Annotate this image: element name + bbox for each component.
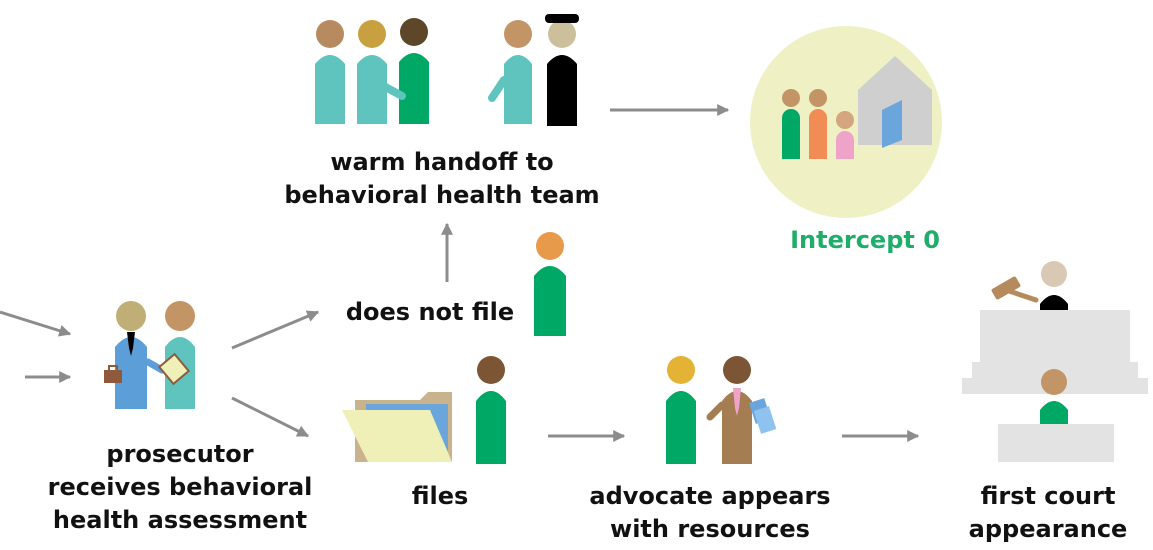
people-group-icon	[315, 18, 429, 124]
arrow-icon	[231, 310, 320, 350]
intercept-label: Intercept 0	[760, 224, 970, 257]
warm-handoff-line-2: behavioral health team	[284, 181, 600, 209]
first-court-line-1: first court	[980, 482, 1116, 510]
family-home-icon	[750, 26, 942, 218]
prosecutor-line-3: health assessment	[52, 506, 308, 534]
prosecutor-line-1: prosecutor	[106, 440, 254, 468]
person-icon	[534, 232, 566, 336]
advocate-line-1: advocate appears	[589, 482, 831, 510]
intercept-text: Intercept 0	[790, 226, 940, 254]
advocate-icon	[666, 356, 777, 464]
courtroom-icon	[962, 261, 1148, 462]
person-icon	[476, 356, 506, 464]
prosecutor-label: prosecutor receives behavioral health as…	[30, 438, 330, 537]
arrow-icon	[231, 396, 310, 438]
prosecutor-icon	[104, 301, 195, 409]
prosecutor-line-2: receives behavioral	[47, 473, 313, 501]
files-text: files	[411, 482, 469, 510]
arrow-icon	[0, 310, 72, 337]
does-not-file-label: does not file	[330, 296, 530, 329]
does-not-file-text: does not file	[345, 298, 515, 326]
first-court-line-2: appearance	[968, 515, 1128, 543]
warm-handoff-label: warm handoff to behavioral health team	[232, 146, 652, 212]
first-court-label: first court appearance	[950, 480, 1146, 546]
officer-handoff-icon	[488, 14, 579, 126]
warm-handoff-line-1: warm handoff to	[330, 148, 554, 176]
folder-icon	[342, 392, 452, 462]
advocate-line-2: with resources	[610, 515, 810, 543]
advocate-label: advocate appears with resources	[560, 480, 860, 546]
files-label: files	[380, 480, 500, 513]
